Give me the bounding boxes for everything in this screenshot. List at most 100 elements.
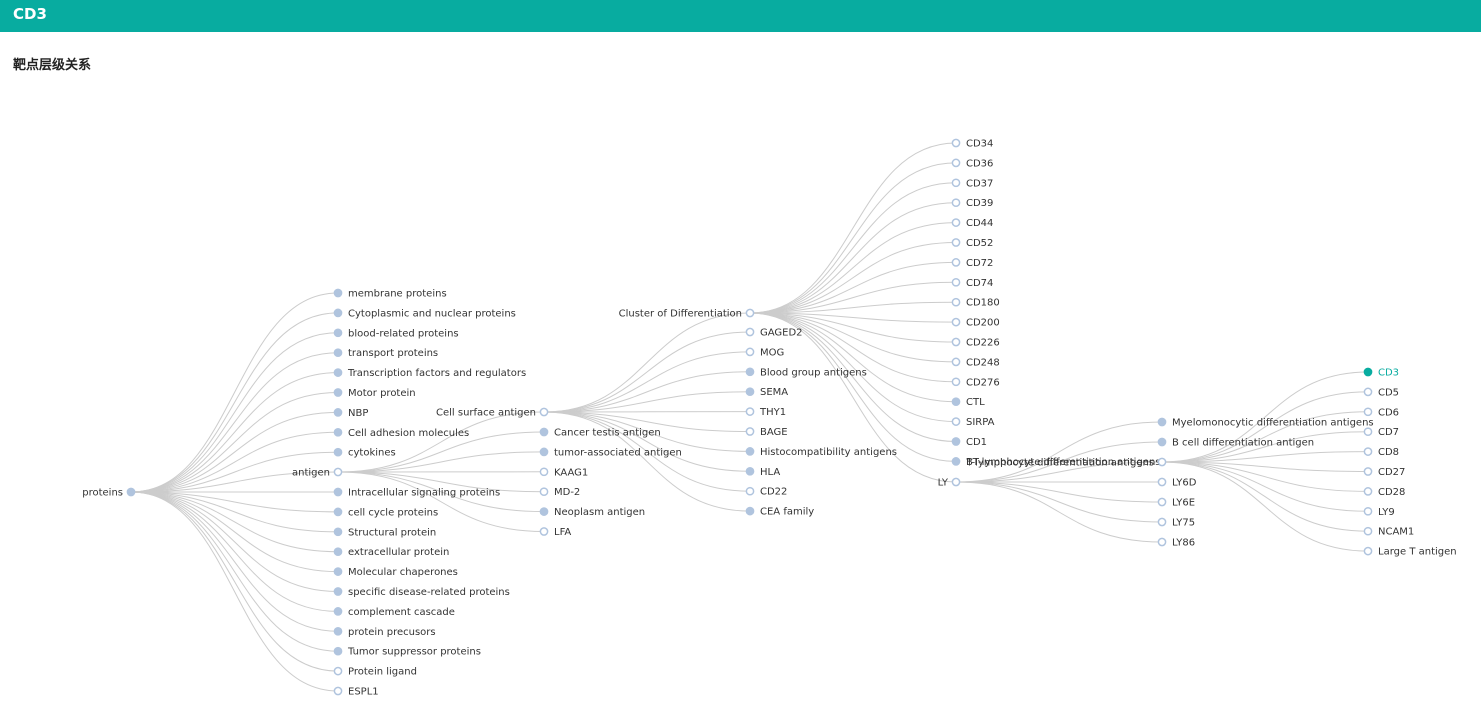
tree-node-circle[interactable] [951,397,961,407]
tree-node[interactable]: KAAG1 [539,467,588,478]
tree-node-circle[interactable] [333,388,343,397]
tree-node-circle[interactable] [745,447,755,456]
tree-node[interactable]: LY9 [1363,506,1395,518]
tree-node[interactable]: Structural protein [333,527,436,538]
tree-node-circle[interactable] [951,417,961,426]
tree-node[interactable]: ESPL1 [333,686,379,698]
tree-node[interactable]: THY1 [745,407,786,418]
tree-node[interactable]: cell cycle proteins [333,507,438,518]
tree-node-circle[interactable] [951,277,961,287]
tree-node-circle[interactable] [951,437,961,446]
tree-node-circle[interactable] [951,297,961,307]
tree-node-circle[interactable] [1157,477,1167,487]
tree-node-circle[interactable] [951,158,961,168]
tree-node[interactable]: CD180 [951,297,1000,309]
tree-node-circle[interactable] [333,567,343,576]
tree-node-circle[interactable] [951,218,961,227]
tree-node[interactable]: antigen [292,467,343,479]
tree-node[interactable]: specific disease-related proteins [333,587,510,598]
tree-node[interactable]: B cell differentiation antigen [1157,437,1314,449]
tree-node[interactable]: MD-2 [539,487,580,498]
tree-node[interactable]: CD276 [951,377,1000,388]
tree-node-circle[interactable] [539,447,549,457]
tree-node[interactable]: Myelomonocytic differentiation antigens [1157,417,1374,429]
tree-node[interactable]: CD52 [951,238,993,249]
tree-node[interactable]: CD22 [745,486,787,498]
tree-node-circle[interactable] [951,198,961,208]
tree-node[interactable]: BT-lymphocyte differentiation antigens [951,457,1161,468]
tree-node-circle[interactable] [745,367,755,377]
tree-node-circle[interactable] [951,238,961,247]
tree-node[interactable]: Cytoplasmic and nuclear proteins [333,308,516,319]
tree-node[interactable]: CD36 [951,158,993,169]
tree-node[interactable]: Intracellular signaling proteins [333,487,500,499]
tree-node[interactable]: LY6D [1157,477,1197,489]
tree-node[interactable]: Cell surface antigen [436,408,549,419]
tree-node-circle[interactable] [1157,417,1167,427]
tree-node[interactable]: CD1 [951,437,987,448]
tree-node-circle[interactable] [333,328,343,338]
tree-node[interactable]: cytokines [333,447,396,459]
tree-node[interactable]: LY75 [1157,517,1195,529]
tree-node-circle[interactable] [1157,457,1167,467]
tree-node-circle[interactable] [539,487,549,497]
tree-node[interactable]: Molecular chaperones [333,567,458,578]
tree-node[interactable]: Protein ligand [333,667,417,678]
tree-node[interactable]: Cell adhesion molecules [333,428,469,439]
tree-node-circle[interactable] [539,507,549,516]
tree-node-circle[interactable] [1363,506,1373,516]
tree-node[interactable]: proteins [82,487,136,499]
tree-node-circle[interactable] [1363,427,1373,437]
tree-node[interactable]: Blood group antigens [745,367,867,378]
tree-node[interactable]: tumor-associated antigen [539,447,682,458]
tree-node-circle[interactable] [951,317,961,327]
tree-node[interactable]: CD3 [1363,367,1399,379]
tree-node-circle[interactable] [1157,517,1167,527]
tree-node[interactable]: CD37 [951,178,993,189]
tree-node[interactable]: LY86 [1157,538,1195,549]
tree-node-circle[interactable] [745,486,755,496]
tree-node[interactable]: CTL [951,397,985,408]
tree-node-circle[interactable] [951,178,961,188]
tree-node-circle[interactable] [539,427,549,437]
tree-node-circle[interactable] [333,686,343,696]
tree-node-circle[interactable] [1363,546,1373,556]
tree-node-circle[interactable] [1363,367,1373,377]
tree-node[interactable]: CD39 [951,198,993,209]
tree-node-circle[interactable] [333,408,343,417]
tree-node[interactable]: Large T antigen [1363,546,1457,558]
tree-node[interactable]: MOG [745,347,784,358]
tree-node-circle[interactable] [745,387,755,397]
tree-node[interactable]: NCAM1 [1363,526,1414,538]
tree-node[interactable]: Transcription factors and regulators [333,368,526,379]
tree-node[interactable]: SIRPA [951,417,995,428]
tree-node[interactable]: blood-related proteins [333,328,459,339]
tree-node-circle[interactable] [951,337,961,347]
tree-node-circle[interactable] [951,477,961,487]
tree-node[interactable]: GAGED2 [745,328,803,339]
tree-node[interactable]: BAGE [745,427,788,438]
tree-node[interactable]: CEA family [745,507,814,518]
tree-node[interactable]: Neoplasm antigen [539,507,645,518]
tree-node[interactable]: membrane proteins [333,289,447,300]
tree-node[interactable]: CD248 [951,357,1000,368]
tree-node-circle[interactable] [333,507,343,517]
tree-node-circle[interactable] [951,357,961,367]
tree-node-circle[interactable] [126,487,136,497]
tree-node[interactable]: Cluster of Differentiation [619,308,755,320]
tree-node-circle[interactable] [333,487,343,497]
tree-node-circle[interactable] [1157,437,1167,447]
tree-node-circle[interactable] [745,308,755,318]
tree-node-circle[interactable] [1363,526,1373,536]
tree-node[interactable]: protein precusors [333,627,436,638]
tree-node[interactable]: CD74 [951,277,993,289]
tree-node-circle[interactable] [1363,407,1373,417]
tree-node-circle[interactable] [333,587,343,596]
tree-node-circle[interactable] [333,467,343,477]
tree-node-circle[interactable] [745,466,755,476]
tree-node[interactable]: CD7 [1363,427,1399,438]
tree-node-circle[interactable] [333,308,343,318]
tree-node[interactable]: CD28 [1363,487,1405,498]
tree-node-circle[interactable] [333,447,343,457]
tree-node[interactable]: LY [938,477,961,489]
